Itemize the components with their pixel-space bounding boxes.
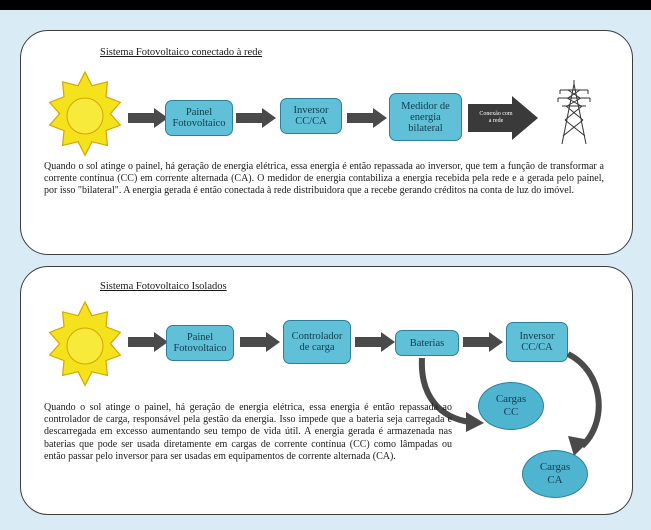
- connected-inverter-node: Inversor CC/CA: [280, 98, 342, 134]
- curved-arrow-icon: [566, 351, 602, 456]
- grid-connection-label: Conexão com a rede: [479, 111, 513, 124]
- sun-icon: [48, 70, 122, 157]
- arrow-icon: [355, 332, 395, 352]
- arrow-icon: [463, 332, 503, 352]
- isolated-system-title: Sistema Fotovoltaico Isolados: [100, 281, 227, 292]
- connected-meter-node: Medidor de energia bilateral: [389, 93, 462, 141]
- arrow-icon: [240, 332, 280, 352]
- transmission-tower-icon: [557, 80, 591, 145]
- batteries-node: Baterias: [395, 330, 459, 356]
- diagram-page: Sistema Fotovoltaico conectado à rede Pa…: [0, 10, 651, 530]
- connected-system-title: Sistema Fotovoltaico conectado à rede: [100, 47, 263, 58]
- charge-controller-node: Controlador de carga: [283, 320, 351, 364]
- sun-icon: [48, 300, 122, 387]
- isolated-panel-node: Painel Fotovoltaico: [166, 325, 234, 361]
- ac-loads-node: Cargas CA: [522, 450, 588, 498]
- arrow-icon: [128, 332, 168, 352]
- connected-system-panel: [20, 30, 633, 255]
- dc-loads-node: Cargas CC: [478, 382, 544, 430]
- isolated-inverter-node: Inversor CC/CA: [506, 322, 568, 362]
- arrow-icon: [347, 108, 387, 128]
- grid-connection-arrow-icon: [468, 96, 538, 140]
- curved-arrow-icon: [418, 357, 484, 432]
- arrow-icon: [236, 108, 276, 128]
- arrow-icon: [128, 108, 168, 128]
- connected-panel-node: Painel Fotovoltaico: [165, 100, 233, 136]
- connected-description: Quando o sol atinge o painel, há geração…: [44, 161, 604, 197]
- isolated-description: Quando o sol atinge o painel, há geração…: [44, 402, 452, 462]
